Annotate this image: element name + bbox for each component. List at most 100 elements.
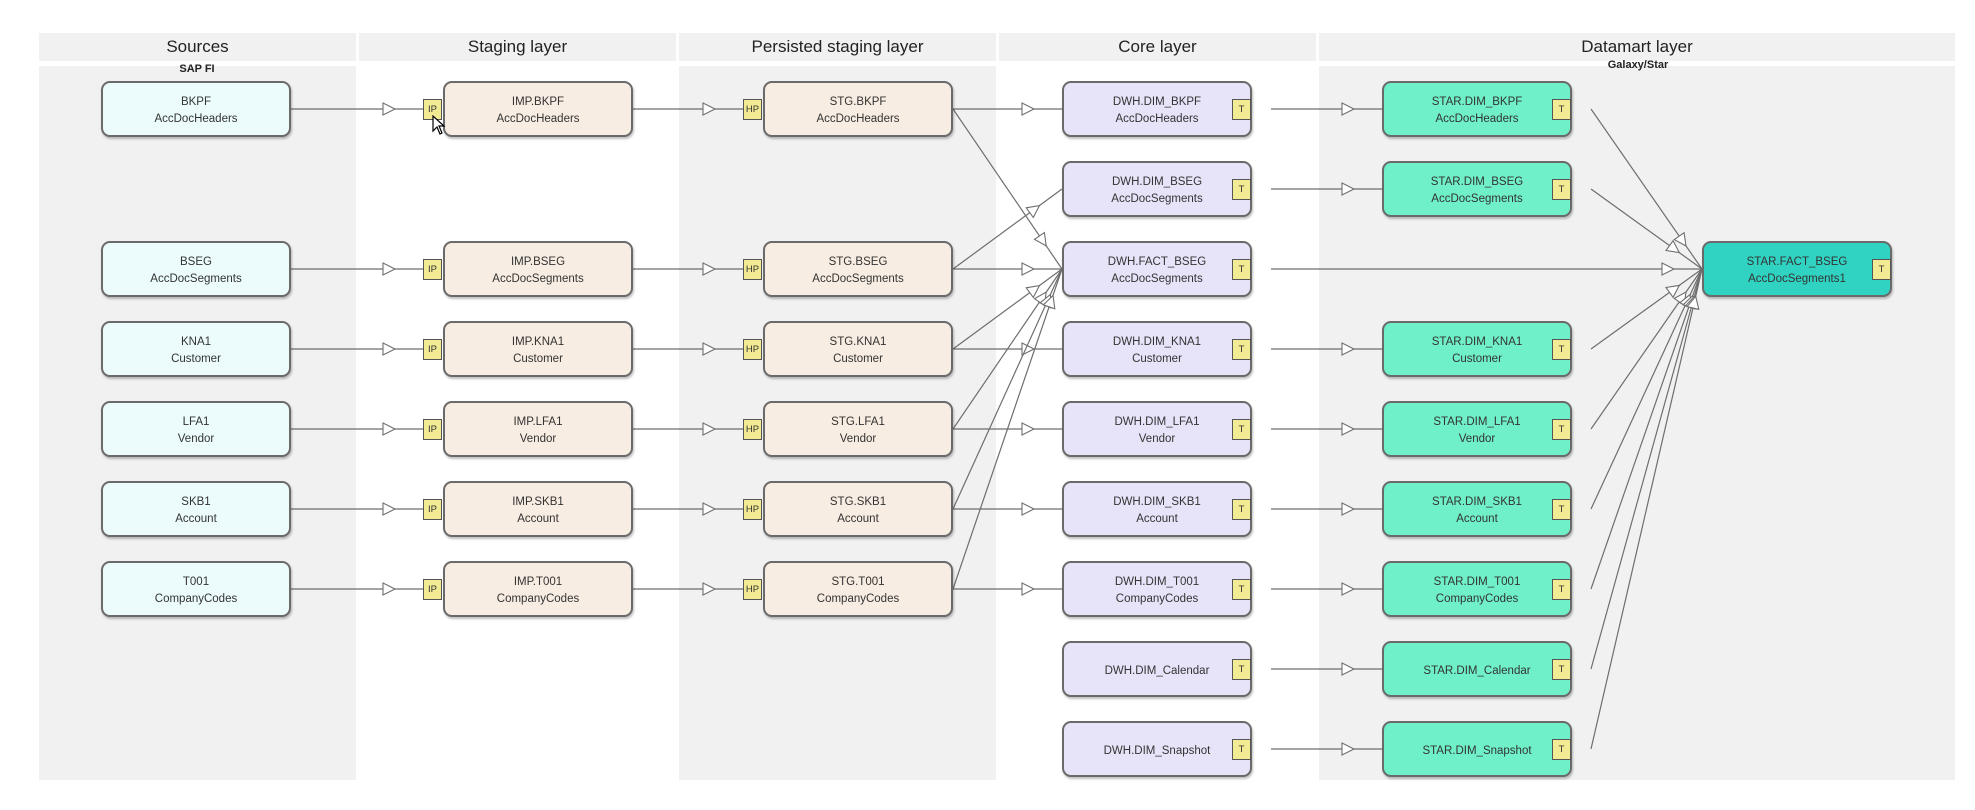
badge-t[interactable]: T	[1232, 499, 1251, 520]
node-dwh-dim-kna1[interactable]: DWH.DIM_KNA1 Customer	[1062, 321, 1252, 377]
connector-line	[1590, 268, 1703, 350]
badge-t[interactable]: T	[1552, 179, 1571, 200]
badge-ip[interactable]: IP	[423, 419, 442, 440]
arrowhead-icon	[382, 582, 397, 596]
arrowhead-icon	[1042, 294, 1056, 310]
badge-t[interactable]: T	[1232, 739, 1251, 760]
badge-ip[interactable]: IP	[423, 259, 442, 280]
node-title: STAR.FACT_BSEG	[1746, 256, 1848, 268]
badge-hp[interactable]: HP	[743, 339, 762, 360]
node-subtitle: CompanyCodes	[154, 593, 238, 605]
badge-t[interactable]: T	[1232, 259, 1251, 280]
node-imp-t001[interactable]: IMP.T001 CompanyCodes	[443, 561, 633, 617]
node-source-t001[interactable]: T001 CompanyCodes	[101, 561, 291, 617]
node-dwh-dim-skb1[interactable]: DWH.DIM_SKB1 Account	[1062, 481, 1252, 537]
arrowhead-icon	[702, 262, 717, 276]
connector-line	[952, 268, 1063, 590]
arrowhead-icon	[1021, 342, 1036, 356]
badge-ip[interactable]: IP	[423, 579, 442, 600]
badge-t[interactable]: T	[1232, 99, 1251, 120]
node-star-dim-calendar[interactable]: STAR.DIM_Calendar	[1382, 641, 1572, 697]
node-source-bkpf[interactable]: BKPF AccDocHeaders	[101, 81, 291, 137]
node-title: STAR.DIM_Calendar	[1423, 665, 1531, 677]
arrowhead-icon	[1686, 295, 1700, 311]
badge-t[interactable]: T	[1552, 419, 1571, 440]
badge-t[interactable]: T	[1232, 339, 1251, 360]
badge-t[interactable]: T	[1552, 579, 1571, 600]
node-title: KNA1	[180, 336, 212, 348]
badge-t[interactable]: T	[1552, 339, 1571, 360]
badge-hp[interactable]: HP	[743, 259, 762, 280]
node-source-lfa1[interactable]: LFA1 Vendor	[101, 401, 291, 457]
badge-t[interactable]: T	[1872, 259, 1891, 280]
node-stg-bseg[interactable]: STG.BSEG AccDocSegments	[763, 241, 953, 297]
arrowhead-icon	[1673, 231, 1687, 248]
arrowhead-icon	[1341, 742, 1356, 756]
node-source-kna1[interactable]: KNA1 Customer	[101, 321, 291, 377]
node-dwh-dim-lfa1[interactable]: DWH.DIM_LFA1 Vendor	[1062, 401, 1252, 457]
node-stg-skb1[interactable]: STG.SKB1 Account	[763, 481, 953, 537]
node-stg-lfa1[interactable]: STG.LFA1 Vendor	[763, 401, 953, 457]
node-star-dim-kna1[interactable]: STAR.DIM_KNA1 Customer	[1382, 321, 1572, 377]
header-core-layer: Core layer	[999, 33, 1316, 61]
badge-t[interactable]: T	[1552, 499, 1571, 520]
node-source-skb1[interactable]: SKB1 Account	[101, 481, 291, 537]
node-star-dim-skb1[interactable]: STAR.DIM_SKB1 Account	[1382, 481, 1572, 537]
node-subtitle: Customer	[1452, 353, 1502, 365]
node-imp-lfa1[interactable]: IMP.LFA1 Vendor	[443, 401, 633, 457]
arrowhead-icon	[1661, 262, 1676, 276]
badge-ip[interactable]: IP	[423, 499, 442, 520]
node-title: STAR.DIM_LFA1	[1433, 416, 1521, 428]
badge-ip[interactable]: IP	[423, 339, 442, 360]
connector-line	[1590, 268, 1703, 590]
node-subtitle: Account	[175, 513, 217, 525]
node-stg-t001[interactable]: STG.T001 CompanyCodes	[763, 561, 953, 617]
arrowhead-icon	[1341, 502, 1356, 516]
node-dwh-dim-snapshot[interactable]: DWH.DIM_Snapshot	[1062, 721, 1252, 777]
node-star-fact-bseg[interactable]: STAR.FACT_BSEG AccDocSegments1	[1702, 241, 1892, 297]
node-title: STAR.DIM_Snapshot	[1422, 745, 1532, 757]
node-star-dim-t001[interactable]: STAR.DIM_T001 CompanyCodes	[1382, 561, 1572, 617]
badge-t[interactable]: T	[1232, 419, 1251, 440]
arrowhead-icon	[1341, 582, 1356, 596]
badge-t[interactable]: T	[1232, 659, 1251, 680]
node-dwh-dim-bkpf[interactable]: DWH.DIM_BKPF AccDocHeaders	[1062, 81, 1252, 137]
node-stg-bkpf[interactable]: STG.BKPF AccDocHeaders	[763, 81, 953, 137]
node-source-bseg[interactable]: BSEG AccDocSegments	[101, 241, 291, 297]
badge-hp[interactable]: HP	[743, 499, 762, 520]
badge-hp[interactable]: HP	[743, 579, 762, 600]
node-stg-kna1[interactable]: STG.KNA1 Customer	[763, 321, 953, 377]
node-subtitle: Vendor	[1458, 433, 1496, 445]
node-title: STG.SKB1	[829, 496, 887, 508]
node-subtitle: Vendor	[839, 433, 877, 445]
node-title: BSEG	[180, 256, 212, 268]
node-imp-bkpf[interactable]: IMP.BKPF AccDocHeaders	[443, 81, 633, 137]
node-imp-skb1[interactable]: IMP.SKB1 Account	[443, 481, 633, 537]
badge-t[interactable]: T	[1552, 99, 1571, 120]
node-star-dim-lfa1[interactable]: STAR.DIM_LFA1 Vendor	[1382, 401, 1572, 457]
node-star-dim-bseg[interactable]: STAR.DIM_BSEG AccDocSegments	[1382, 161, 1572, 217]
badge-t[interactable]: T	[1232, 179, 1251, 200]
node-dwh-dim-bseg[interactable]: DWH.DIM_BSEG AccDocSegments	[1062, 161, 1252, 217]
node-dwh-dim-calendar[interactable]: DWH.DIM_Calendar	[1062, 641, 1252, 697]
badge-t[interactable]: T	[1552, 659, 1571, 680]
node-dwh-dim-t001[interactable]: DWH.DIM_T001 CompanyCodes	[1062, 561, 1252, 617]
node-dwh-fact-bseg[interactable]: DWH.FACT_BSEG AccDocSegments	[1062, 241, 1252, 297]
node-imp-kna1[interactable]: IMP.KNA1 Customer	[443, 321, 633, 377]
node-title: LFA1	[182, 416, 210, 428]
mouse-cursor-icon	[432, 115, 446, 135]
node-title: IMP.BSEG	[510, 256, 566, 268]
arrowhead-icon	[1665, 239, 1681, 254]
node-star-dim-snapshot[interactable]: STAR.DIM_Snapshot	[1382, 721, 1572, 777]
badge-hp[interactable]: HP	[743, 419, 762, 440]
node-star-dim-bkpf[interactable]: STAR.DIM_BKPF AccDocHeaders	[1382, 81, 1572, 137]
node-imp-bseg[interactable]: IMP.BSEG AccDocSegments	[443, 241, 633, 297]
node-subtitle: Customer	[513, 353, 563, 365]
badge-t[interactable]: T	[1232, 579, 1251, 600]
node-title: DWH.DIM_BKPF	[1112, 96, 1202, 108]
header-sources: Sources	[39, 33, 356, 61]
arrowhead-icon	[1021, 262, 1036, 276]
badge-t[interactable]: T	[1552, 739, 1571, 760]
node-subtitle: CompanyCodes	[496, 593, 580, 605]
badge-hp[interactable]: HP	[743, 99, 762, 120]
